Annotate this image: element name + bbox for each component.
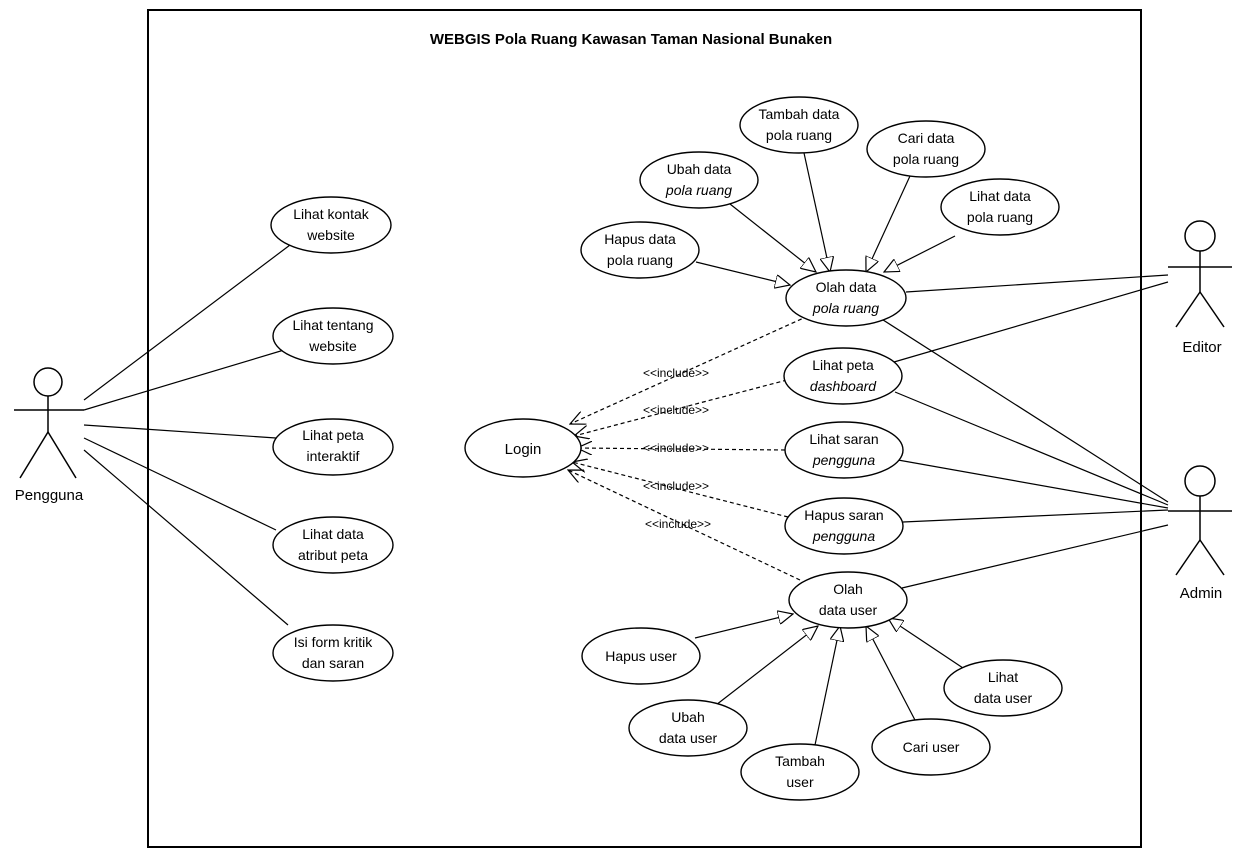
- include-label: <<include>>: [643, 441, 709, 455]
- usecase-lihat-data-atribut[interactable]: [272, 516, 394, 574]
- actor-editor[interactable]: [1168, 220, 1232, 328]
- usecase-label: Ubah: [671, 709, 704, 725]
- usecase-label: Cari data: [898, 130, 955, 146]
- generalization-lines-pola: [695, 152, 956, 285]
- usecase-lihat-pola[interactable]: [940, 178, 1060, 236]
- usecase-label: Cari user: [903, 739, 960, 755]
- usecase-label: Olah: [833, 581, 863, 597]
- usecase-ubah-user[interactable]: [628, 699, 748, 757]
- include-label: <<include>>: [643, 403, 709, 417]
- usecase-label: Lihat data: [969, 188, 1031, 204]
- include-label: <<include>>: [643, 366, 709, 380]
- usecase-label: website: [308, 338, 357, 354]
- usecase-label: dan saran: [302, 655, 364, 671]
- usecase-lihat-saran[interactable]: [784, 421, 904, 479]
- diagram-title: WEBGIS Pola Ruang Kawasan Taman Nasional…: [430, 31, 832, 48]
- usecase-label: pola ruang: [967, 209, 1033, 225]
- usecase-label: Tambah: [775, 753, 825, 769]
- usecase-lihat-user[interactable]: [943, 659, 1063, 717]
- usecase-cari-pola[interactable]: [866, 120, 986, 178]
- usecase-label: pengguna: [812, 528, 876, 544]
- usecase-lihat-peta-interaktif[interactable]: [272, 418, 394, 476]
- generalization-lines-user: [694, 614, 967, 746]
- usecase-lihat-tentang[interactable]: [272, 307, 394, 365]
- usecase-label: pola ruang: [766, 127, 832, 143]
- usecase-ellipses: [270, 96, 1063, 801]
- usecase-label: interaktif: [307, 448, 360, 464]
- usecase-label: pengguna: [812, 452, 876, 468]
- usecase-label: atribut peta: [298, 547, 368, 563]
- include-label: <<include>>: [645, 517, 711, 531]
- actor-pengguna[interactable]: [14, 367, 84, 479]
- actor-admin-label: Admin: [1180, 585, 1223, 602]
- usecase-label: Hapus data: [604, 231, 676, 247]
- usecase-label: pola ruang: [812, 300, 879, 316]
- usecase-label: Lihat: [988, 669, 1018, 685]
- usecase-label: pola ruang: [665, 182, 732, 198]
- usecase-labels: Lihat kontak website Lihat tentang websi…: [293, 106, 1034, 790]
- association-lines: [83, 244, 1169, 626]
- usecase-isi-form[interactable]: [272, 624, 394, 682]
- usecase-label: Hapus saran: [804, 507, 883, 523]
- usecase-label: Isi form kritik: [294, 634, 374, 650]
- usecase-label: data user: [819, 602, 878, 618]
- usecase-olah-user[interactable]: [788, 571, 908, 629]
- include-label: <<include>>: [643, 479, 709, 493]
- usecase-label: Ubah data: [667, 161, 732, 177]
- usecase-label: Lihat peta: [812, 357, 874, 373]
- usecase-label: Lihat saran: [809, 431, 878, 447]
- usecase-hapus-saran[interactable]: [784, 497, 904, 555]
- usecase-label: pola ruang: [607, 252, 673, 268]
- usecase-tambah-user[interactable]: [740, 743, 860, 801]
- usecase-label: Login: [505, 441, 542, 458]
- usecase-cari-user[interactable]: [871, 718, 991, 776]
- usecase-label: pola ruang: [893, 151, 959, 167]
- usecase-label: Hapus user: [605, 648, 677, 664]
- usecase-hapus-pola[interactable]: [580, 221, 700, 279]
- actor-editor-label: Editor: [1182, 339, 1221, 356]
- usecase-label: Tambah data: [759, 106, 840, 122]
- usecase-hapus-user[interactable]: [581, 627, 701, 685]
- usecase-ubah-pola[interactable]: [639, 151, 759, 209]
- usecase-label: Lihat tentang: [293, 317, 374, 333]
- actor-admin[interactable]: [1168, 465, 1232, 576]
- system-boundary: [147, 9, 1142, 848]
- usecase-login[interactable]: [464, 418, 582, 478]
- usecase-label: dashboard: [810, 378, 877, 394]
- usecase-label: data user: [659, 730, 718, 746]
- usecase-lihat-kontak[interactable]: [270, 196, 392, 254]
- usecase-label: Lihat kontak: [293, 206, 369, 222]
- usecase-label: Lihat data: [302, 526, 364, 542]
- usecase-label: user: [786, 774, 814, 790]
- actor-pengguna-label: Pengguna: [15, 487, 84, 504]
- usecase-label: Lihat peta: [302, 427, 364, 443]
- usecase-lihat-dashboard[interactable]: [783, 347, 903, 405]
- usecase-tambah-pola[interactable]: [739, 96, 859, 154]
- usecase-olah-pola[interactable]: [785, 269, 907, 327]
- usecase-label: data user: [974, 690, 1033, 706]
- usecase-label: Olah data: [816, 279, 877, 295]
- usecase-label: website: [306, 227, 355, 243]
- include-lines: [568, 315, 809, 581]
